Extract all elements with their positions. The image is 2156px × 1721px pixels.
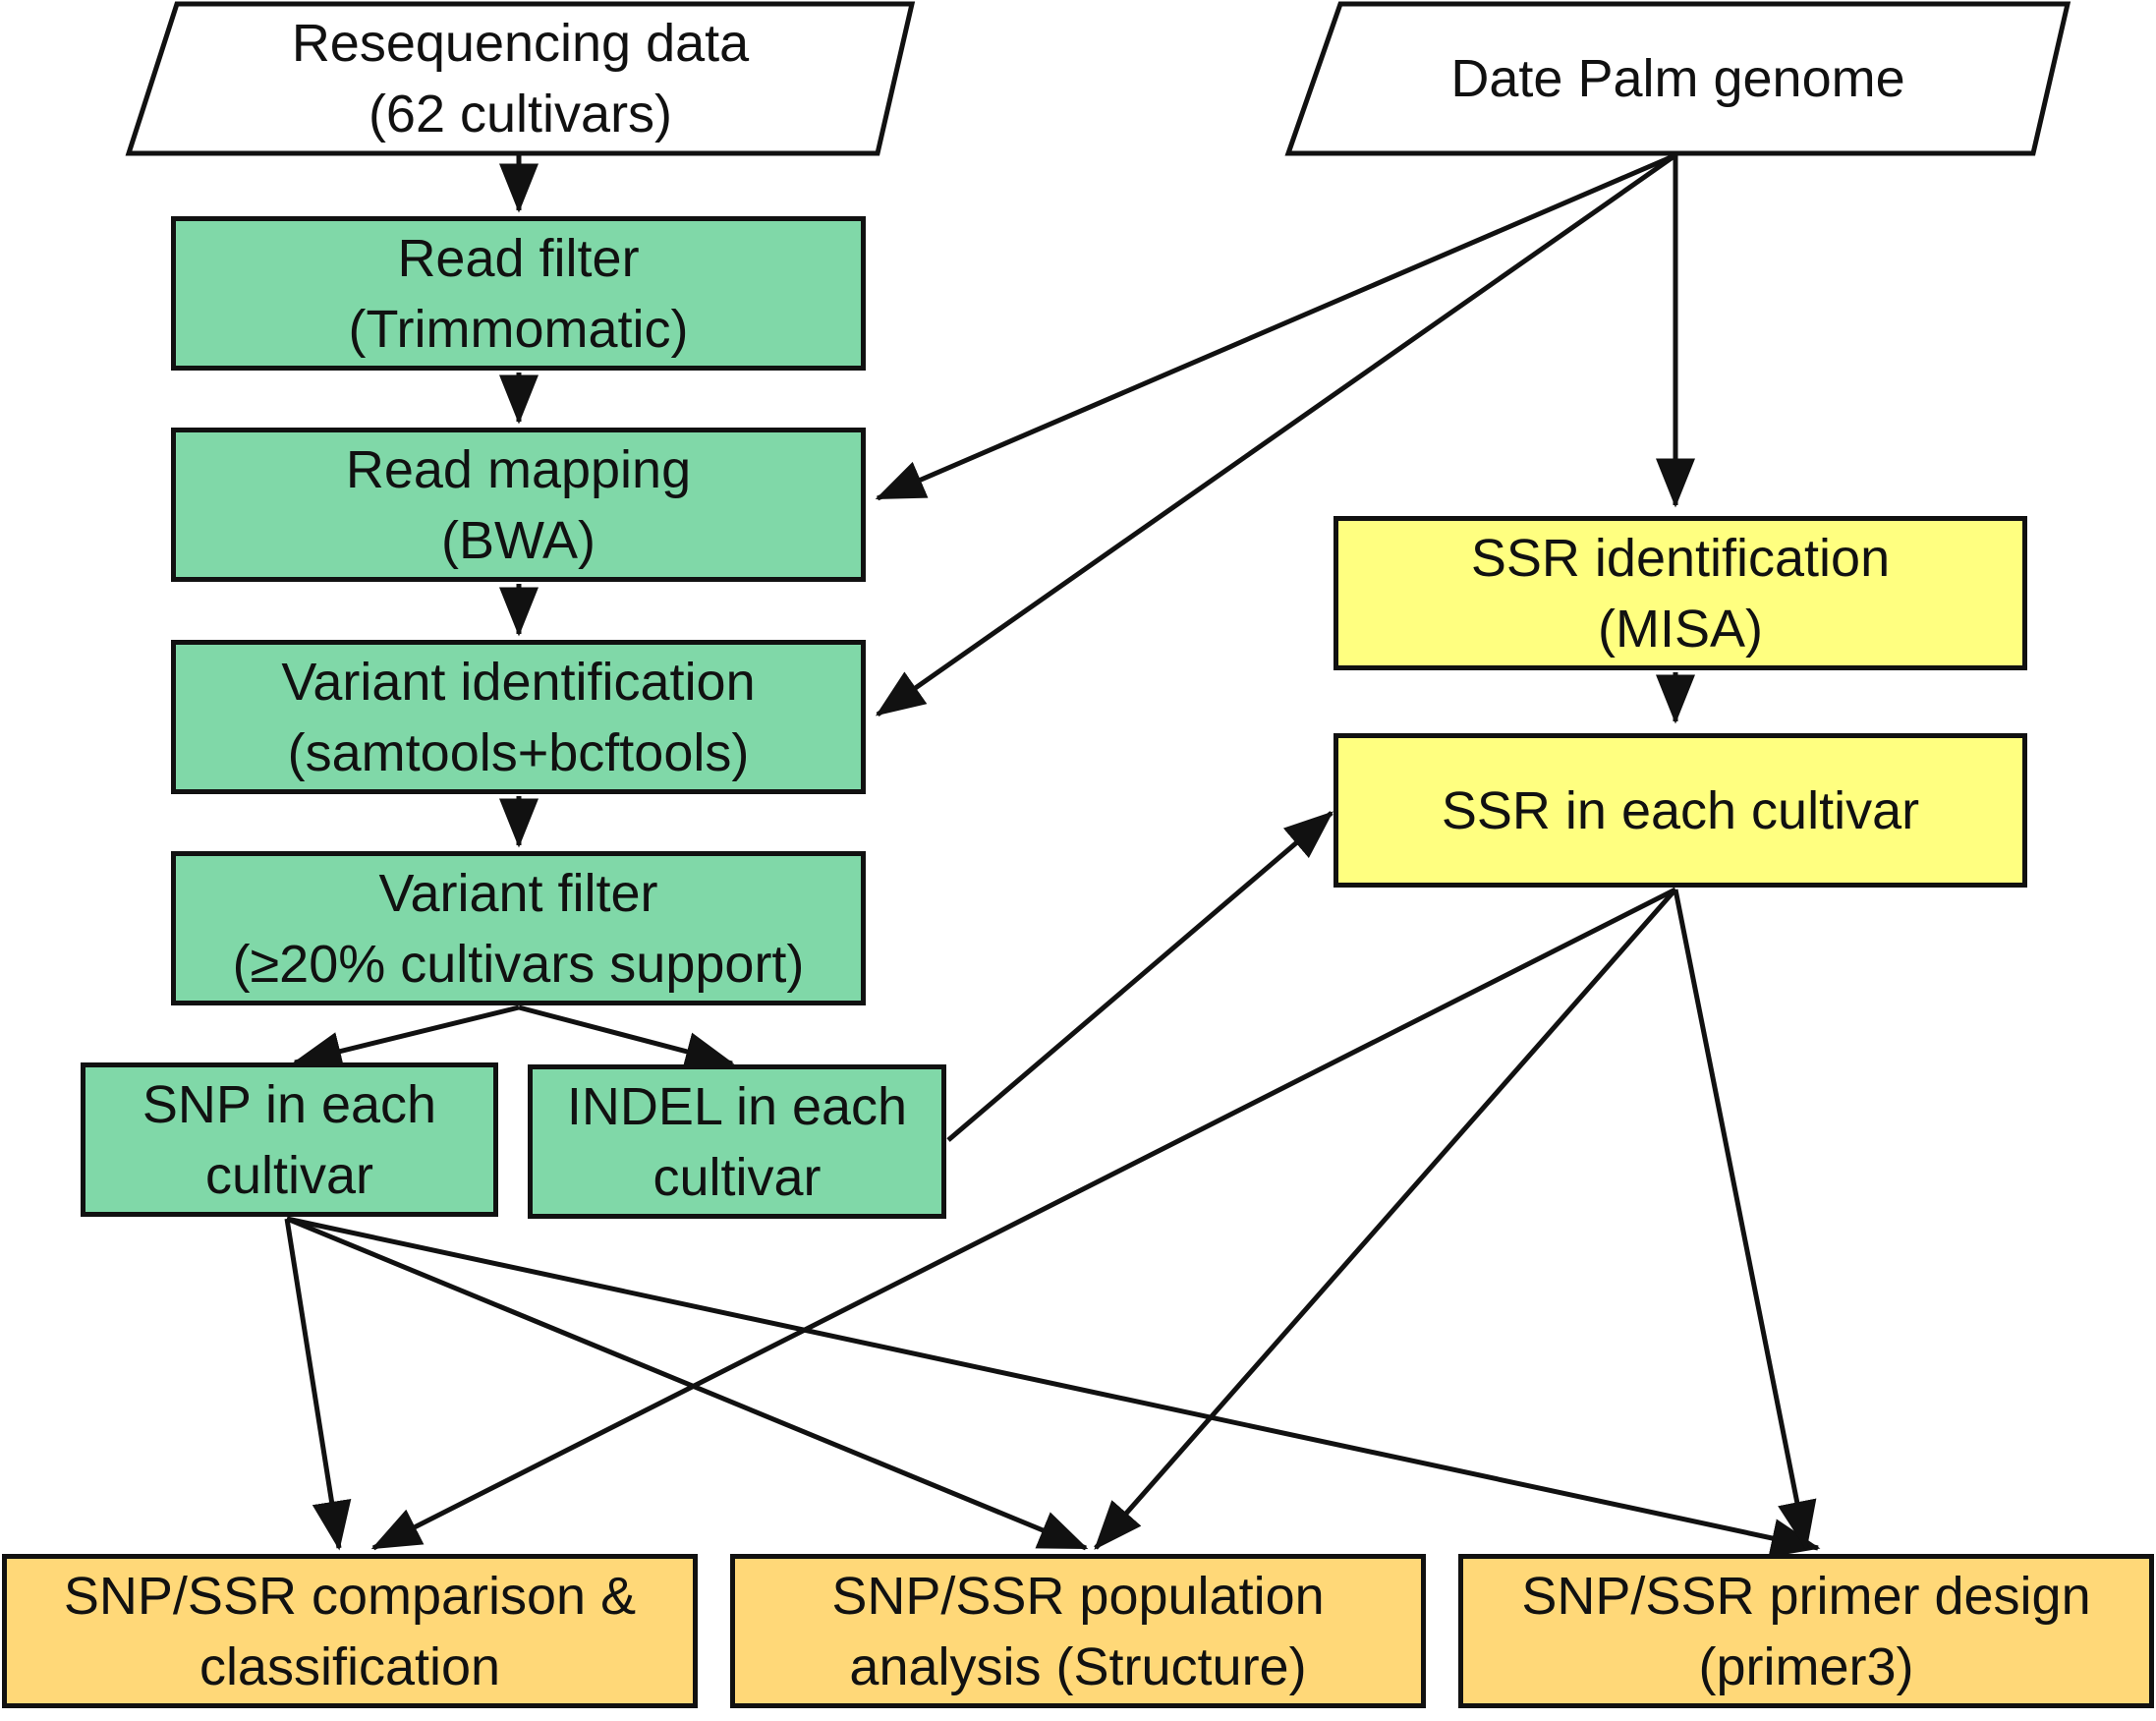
genome-input-line-1: Date Palm genome [1450,49,1905,108]
variant-identification-node: Variant identification (samtools+bcftool… [171,640,866,794]
resequencing-data-input: Resequencing data (62 cultivars) [129,4,912,153]
arrow-filter-to-snp [292,1004,520,1071]
snp-ssr-comparison-output: SNP/SSR comparison & classification [2,1554,698,1708]
snp-ssr-population-output: SNP/SSR population analysis (Structure) [730,1554,1426,1708]
primer-output-line-1: SNP/SSR primer design [1521,1566,2091,1626]
genome-input-shape [1284,1,2071,156]
variant-identification-title: Variant identification [281,652,756,712]
comparison-output-line-2: classification [199,1636,501,1696]
read-mapping-tool: (BWA) [441,510,596,570]
read-mapping-title: Read mapping [345,439,692,499]
comparison-output-line-1: SNP/SSR comparison & [63,1566,637,1626]
ssr-identification-node: SSR identification (MISA) [1333,516,2027,670]
arrow-genome-to-variant-id [875,152,1677,717]
population-output-line-2: analysis (Structure) [849,1636,1307,1696]
ssr-identification-title: SSR identification [1470,528,1891,588]
population-output-line-1: SNP/SSR population [831,1566,1325,1626]
snp-each-cultivar-node: SNP in each cultivar [81,1062,498,1217]
read-filter-node: Read filter (Trimmomatic) [171,216,866,371]
read-filter-tool: (Trimmomatic) [348,299,689,359]
variant-filter-title: Variant filter [378,863,658,923]
arrow-genome-to-read-mapping [875,152,1676,501]
arrow-ssr-cultivar-to-comparison [370,887,1677,1551]
resequencing-input-shape [125,1,916,156]
snp-node-line-1: SNP in each [142,1074,437,1134]
snp-ssr-primer-output: SNP/SSR primer design (primer3) [1458,1554,2154,1708]
indel-node-line-1: INDEL in each [566,1076,908,1136]
variant-filter-criterion: (≥20% cultivars support) [232,934,805,994]
arrow-snp-to-comparison [284,1218,352,1551]
variant-identification-tool: (samtools+bcftools) [287,722,750,782]
variant-filter-node: Variant filter (≥20% cultivars support) [171,851,866,1005]
resequencing-input-line-2: (62 cultivars) [368,85,673,143]
ssr-each-cultivar-node: SSR in each cultivar [1333,733,2027,888]
read-mapping-node: Read mapping (BWA) [171,428,866,582]
arrow-snp-to-primer [286,1216,1821,1558]
read-filter-title: Read filter [397,228,640,288]
indel-each-cultivar-node: INDEL in each cultivar [528,1064,946,1219]
arrow-snp-to-population [286,1216,1089,1551]
arrow-filter-to-indel [518,1004,735,1071]
ssr-each-cultivar-label: SSR in each cultivar [1441,780,1920,840]
primer-output-line-2: (primer3) [1698,1636,1914,1696]
resequencing-input-line-1: Resequencing data [291,14,750,73]
ssr-identification-tool: (MISA) [1598,599,1763,659]
arrow-ssr-cultivar-to-primer [1673,889,1817,1551]
indel-node-line-2: cultivar [652,1147,822,1207]
arrow-ssr-cultivar-to-population [1094,888,1677,1550]
date-palm-genome-input: Date Palm genome [1288,4,2068,153]
snp-node-line-2: cultivar [204,1145,374,1205]
arrow-indel-to-ssr-cultivar [946,811,1333,1142]
